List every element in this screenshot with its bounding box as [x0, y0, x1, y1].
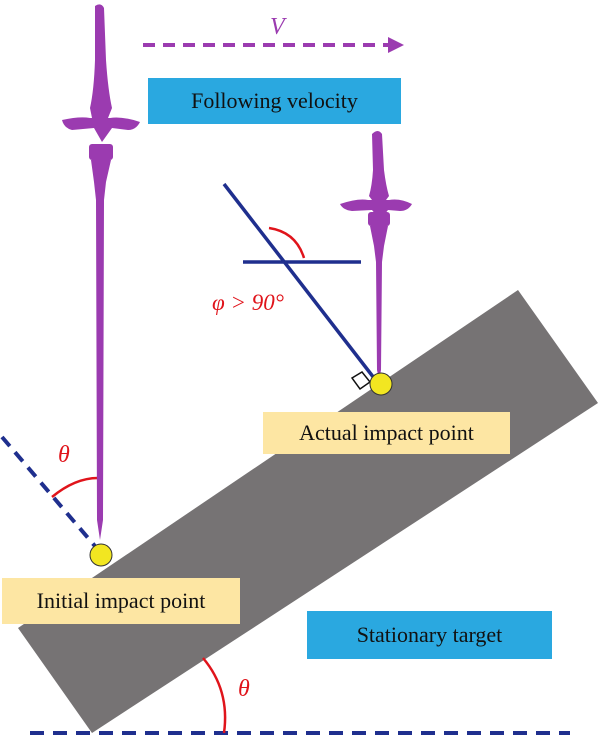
- target-label: Stationary target: [356, 622, 503, 647]
- penetrator-actual: [340, 131, 412, 380]
- theta-arc-initial: [51, 476, 99, 498]
- actual-point-label-box: Actual impact point: [263, 412, 510, 454]
- normal-dashed-line: [0, 435, 102, 554]
- initial-point-label-box: Initial impact point: [2, 578, 240, 624]
- phi-condition-label: φ > 90°: [212, 290, 284, 315]
- stationary-target-slab: [18, 290, 598, 733]
- target-label-box: Stationary target: [307, 611, 552, 659]
- right-angle-marker: [350, 371, 372, 391]
- theta-bottom-label: θ: [238, 676, 250, 702]
- actual-impact-point: [369, 372, 393, 396]
- velocity-label-box: Following velocity: [148, 78, 401, 124]
- surface-normal-line: [222, 182, 376, 380]
- velocity-arrowhead: [388, 37, 404, 53]
- theta-arc-bottom: [202, 657, 227, 734]
- actual-point-label: Actual impact point: [299, 420, 474, 445]
- velocity-symbol: V: [270, 14, 285, 40]
- penetrator-initial: [62, 4, 140, 540]
- initial-point-label: Initial impact point: [36, 588, 206, 613]
- phi-arc: [268, 226, 306, 259]
- velocity-label: Following velocity: [191, 88, 358, 113]
- theta-left-label: θ: [58, 442, 70, 468]
- initial-impact-point: [89, 543, 113, 567]
